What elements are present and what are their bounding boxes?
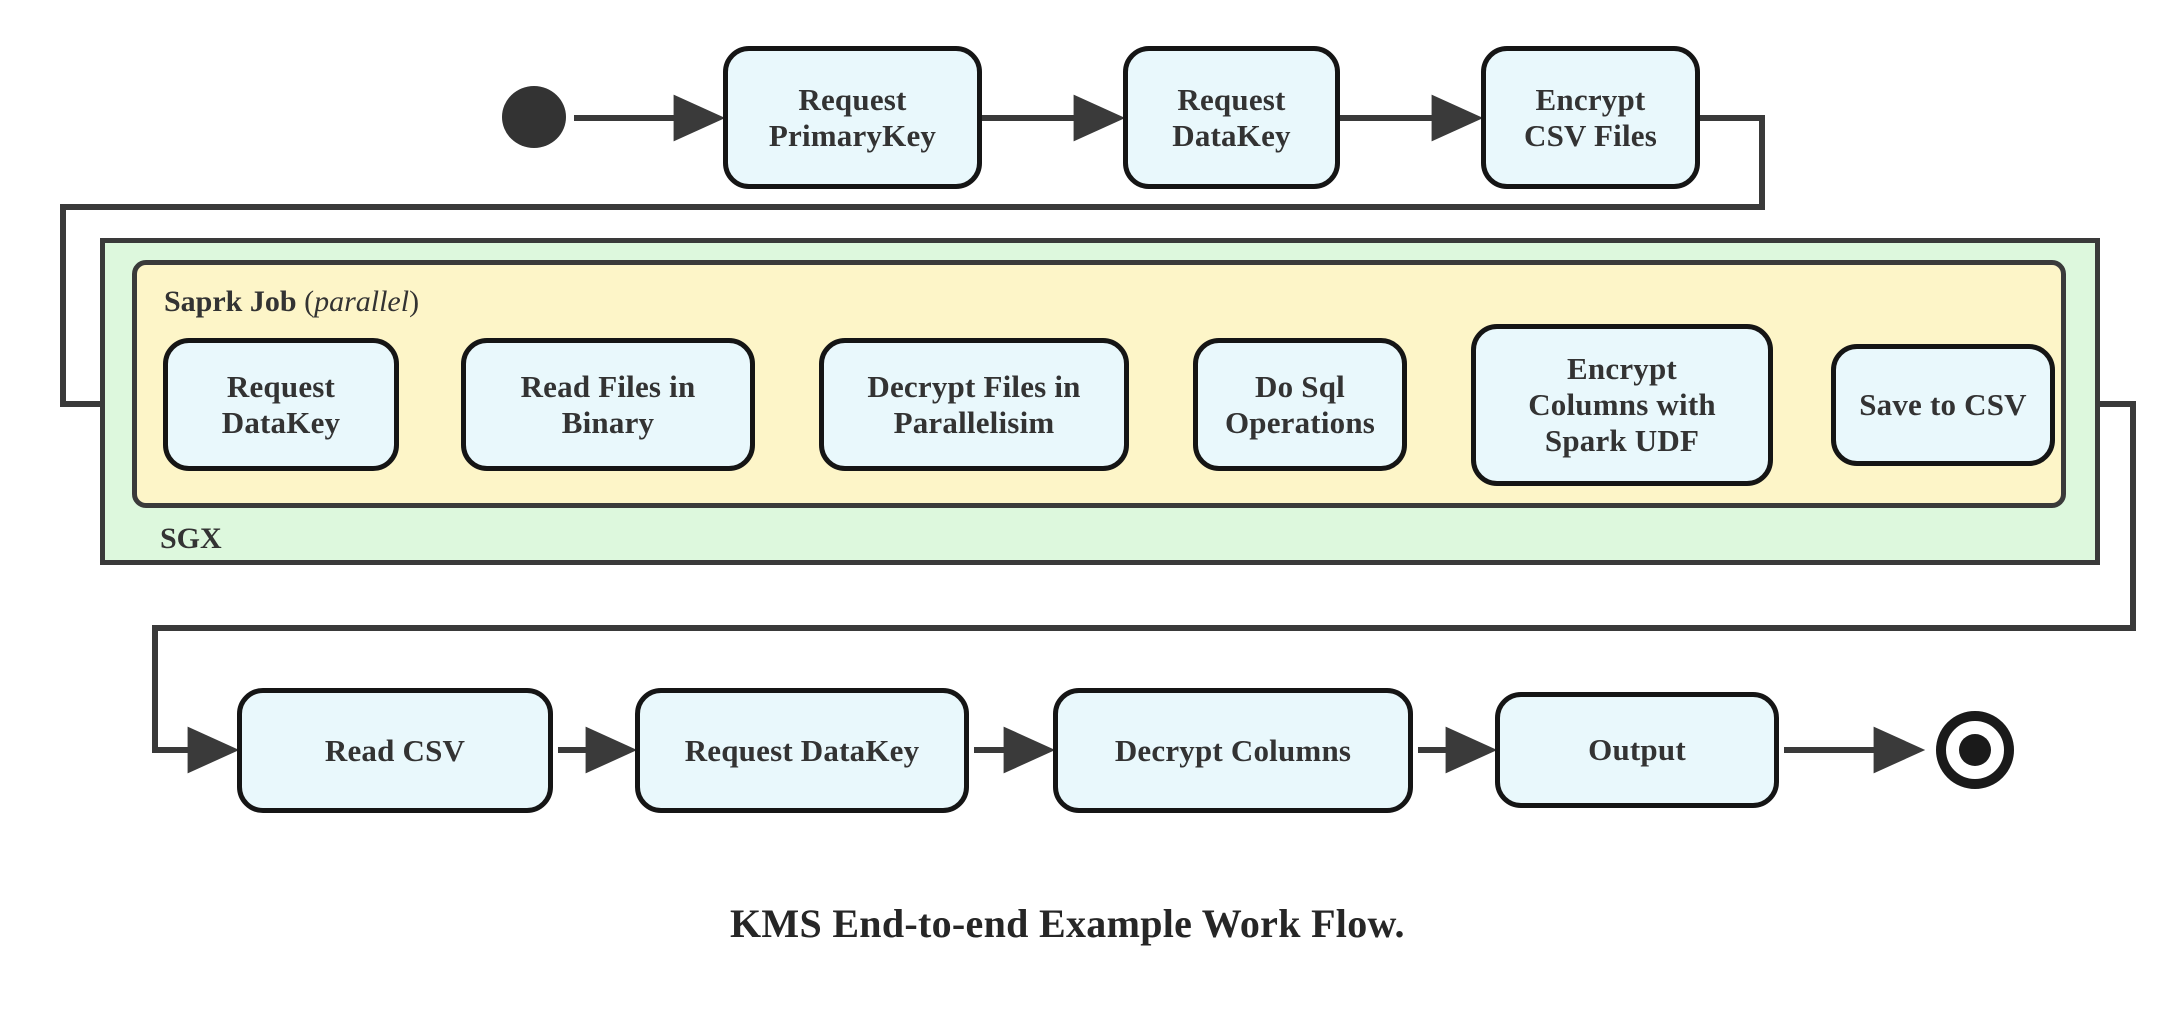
group-spark-job-label: Saprk Job (parallel) [164,285,419,319]
node-label: Request PrimaryKey [768,81,937,153]
node-label: Save to CSV [1859,387,2027,423]
node-request-datakey-spark[interactable]: Request DataKey [163,338,399,471]
node-label: Request DataKey [1172,81,1291,153]
node-request-datakey-top[interactable]: Request DataKey [1123,46,1340,189]
node-do-sql-operations[interactable]: Do Sql Operations [1193,338,1407,471]
group-spark-job-name: Saprk Job [164,285,297,318]
end-node-bullseye-circle [1936,711,2014,789]
start-node-filled-circle [502,86,566,148]
node-label: Do Sql Operations [1224,368,1376,440]
node-label: Decrypt Files in Parallelisim [867,368,1081,440]
node-label: Request DataKey [684,732,920,768]
node-label: Encrypt Columns with Spark UDF [1528,351,1716,458]
node-decrypt-columns[interactable]: Decrypt Columns [1053,688,1413,813]
diagram-caption: KMS End-to-end Example Work Flow. [730,901,1405,946]
node-request-primarykey[interactable]: Request PrimaryKey [723,46,982,189]
node-output[interactable]: Output [1495,692,1779,808]
node-save-to-csv[interactable]: Save to CSV [1831,344,2055,466]
group-sgx-label: SGX [160,522,222,555]
group-spark-job-modifier: parallel [314,285,410,318]
node-read-csv[interactable]: Read CSV [237,688,553,813]
node-label: Encrypt CSV Files [1524,81,1657,153]
node-label: Output [1588,732,1686,768]
node-encrypt-columns-with-spark-udf[interactable]: Encrypt Columns with Spark UDF [1471,324,1773,486]
node-decrypt-files-in-parallelisim[interactable]: Decrypt Files in Parallelisim [819,338,1129,471]
node-label: Read CSV [324,732,466,768]
edge-encrypt-csv-to-spark-datakey [60,115,1765,428]
node-encrypt-csv-files[interactable]: Encrypt CSV Files [1481,46,1700,189]
node-request-datakey-bottom[interactable]: Request DataKey [635,688,969,813]
node-label: Read Files in Binary [520,368,696,440]
node-label: Decrypt Columns [1114,732,1352,768]
node-read-files-in-binary[interactable]: Read Files in Binary [461,338,755,471]
paren-close: ) [409,285,420,318]
edge-save-csv-to-read-csv [152,401,2136,774]
paren-open: ( [296,285,315,318]
node-label: Request DataKey [221,368,341,440]
